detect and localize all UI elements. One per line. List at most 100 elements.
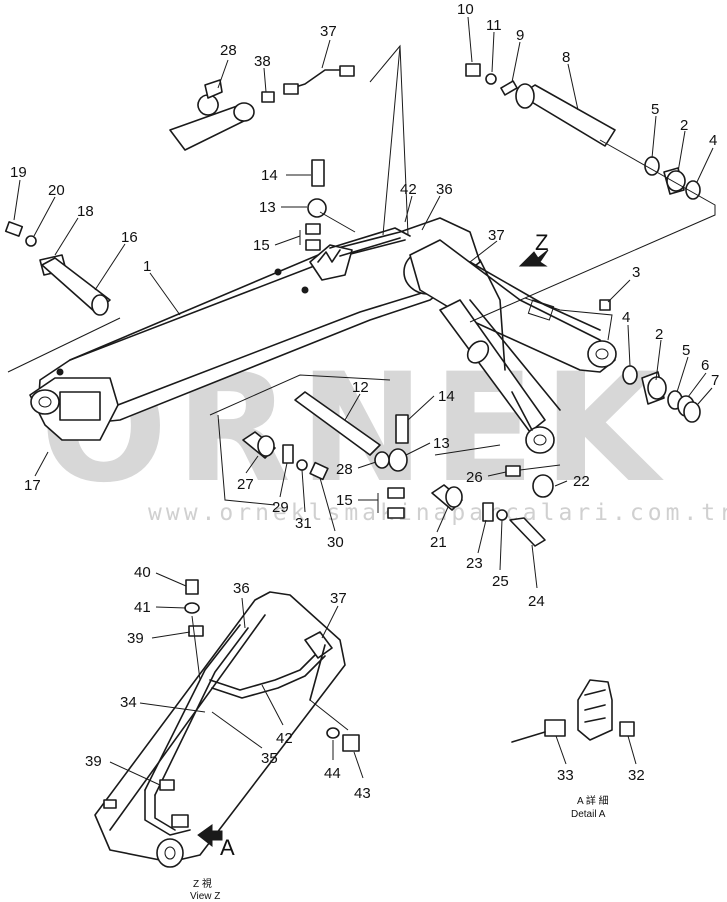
- washer-28: [197, 94, 219, 116]
- callout-43: 43: [354, 785, 371, 802]
- cylinder-pin-group: [209, 374, 409, 519]
- plate-23: [482, 502, 494, 522]
- bolt-14-mid: [395, 414, 409, 444]
- arm-end-boss: [587, 340, 617, 368]
- ring-7: [683, 401, 701, 423]
- hose-tube-36b: [211, 655, 326, 699]
- cylinder-rod: [469, 299, 561, 411]
- nut-15-b: [305, 239, 321, 251]
- plate-9: [500, 80, 518, 96]
- arm-end-bore: [595, 348, 609, 360]
- hose-37-end-a: [283, 83, 299, 95]
- leader-22: [554, 480, 568, 487]
- cylinder-eye: [525, 426, 555, 454]
- arm-assembly: [409, 239, 617, 373]
- nut-15-mid-b: [387, 507, 405, 519]
- callout-5-top: 5: [651, 101, 659, 118]
- callout-44: 44: [324, 765, 341, 782]
- mid-pin-axis: [209, 374, 391, 506]
- cylinder-lines: [479, 259, 533, 431]
- cylinder-gland: [466, 340, 490, 364]
- bushing-2-end: [647, 376, 667, 400]
- leader-10: [467, 16, 473, 63]
- nut-15-a: [305, 223, 321, 235]
- callout-21: 21: [430, 534, 447, 551]
- arrows: Z A: [197, 230, 549, 860]
- leader-23: [477, 519, 487, 554]
- view-z-fitting-37: [304, 631, 333, 659]
- plate-29: [282, 444, 294, 464]
- leader-2-right: [655, 339, 662, 381]
- boom-lower-edge: [109, 291, 426, 409]
- callout-33: 33: [557, 767, 574, 784]
- callout-37-top: 37: [320, 23, 337, 40]
- callout-13-mid: 13: [433, 435, 450, 452]
- callout-1: 1: [143, 258, 151, 275]
- fitting-33: [544, 719, 566, 737]
- leader-38: [263, 67, 267, 93]
- callout-32: 32: [628, 767, 645, 784]
- leader-28-mid: [357, 461, 377, 469]
- callout-38: 38: [254, 53, 271, 70]
- callout-18: 18: [77, 203, 94, 220]
- leader-39-bottom: [109, 761, 161, 786]
- leader-15-top: [274, 230, 301, 246]
- callout-36-top: 36: [436, 181, 453, 198]
- leader-11: [491, 31, 495, 73]
- leader-32: [627, 735, 637, 765]
- callout-8: 8: [562, 49, 570, 66]
- washer-20: [25, 235, 37, 247]
- leader-43: [353, 751, 364, 779]
- pin-12: [294, 391, 381, 456]
- boom-bolt-b: [301, 286, 309, 294]
- leader-16: [94, 243, 126, 291]
- callout-6: 6: [701, 357, 709, 374]
- callout-40: 40: [134, 564, 151, 581]
- view-z-boom-outline: [94, 591, 346, 863]
- bracket-fasteners-top: [305, 159, 356, 251]
- detail-a-bracket: [577, 679, 613, 741]
- boom-foot-boss: [30, 389, 60, 415]
- bolt-40: [185, 579, 199, 595]
- hose-34: [144, 624, 241, 791]
- arrow-z-icon: [518, 249, 549, 267]
- washer-25: [496, 509, 508, 521]
- washer-41: [184, 602, 200, 614]
- washer-44: [326, 727, 340, 739]
- leader-12: [344, 393, 361, 421]
- callout-2-top: 2: [680, 117, 688, 134]
- fitting-26: [505, 465, 521, 477]
- cylinder-tube: [439, 299, 546, 433]
- clamp-39-bottom: [159, 779, 175, 791]
- leader-41: [155, 606, 187, 609]
- callout-26: 26: [466, 469, 483, 486]
- callout-36-viewz: 36: [233, 580, 250, 597]
- leader-18: [54, 217, 79, 256]
- washer-31: [296, 459, 308, 471]
- view-z: [94, 579, 360, 868]
- pin-22-head: [532, 474, 554, 498]
- arrow-a-label: A: [220, 835, 235, 860]
- boom-cylinder: [439, 259, 561, 454]
- view-z-foot-bore: [164, 846, 176, 860]
- grease-fitting-3: [599, 299, 611, 311]
- view-z-small-clamp: [103, 799, 117, 809]
- callout-12: 12: [352, 379, 369, 396]
- callout-24: 24: [528, 593, 545, 610]
- pin-21-head: [445, 486, 463, 508]
- callout-28-mid: 28: [336, 461, 353, 478]
- leader-2-top: [677, 130, 686, 173]
- leader-4-top: [696, 147, 714, 183]
- leader-28-top: [217, 59, 229, 89]
- arm-hose-group: [169, 44, 409, 236]
- leader-9: [511, 41, 521, 83]
- hose-37-end-b: [339, 65, 355, 77]
- callout-39-top: 39: [127, 630, 144, 647]
- view-z-caption-en: View Z: [190, 891, 220, 902]
- callout-4-top: 4: [709, 132, 717, 149]
- boom-bolt-a: [274, 268, 282, 276]
- callout-14-top: 14: [261, 167, 278, 184]
- leader-37-viewz: [321, 605, 339, 639]
- leader-33: [555, 735, 567, 765]
- leader-37-top: [321, 39, 331, 69]
